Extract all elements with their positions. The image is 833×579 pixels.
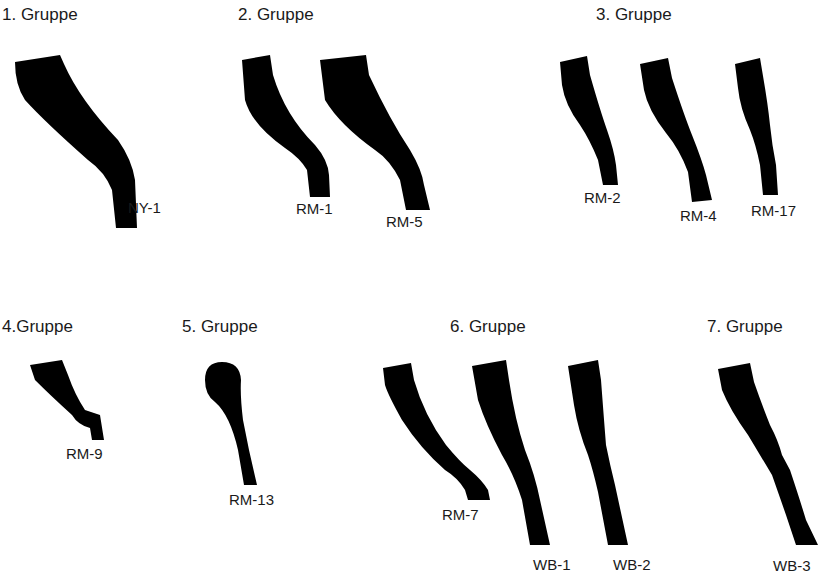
profile-rm-4 — [640, 58, 712, 202]
sample-id: RM-2 — [584, 190, 621, 207]
profile-rm-13 — [205, 362, 257, 485]
group-heading: 3. Gruppe — [596, 6, 672, 25]
sample-id: WB-1 — [533, 557, 571, 574]
sample-id: RM-17 — [751, 203, 796, 220]
sample-id: RM-13 — [229, 492, 274, 509]
sample-id: RM-7 — [442, 507, 479, 524]
sample-id: NY-1 — [128, 200, 161, 217]
profile-rm-2 — [560, 56, 618, 185]
group-heading: 5. Gruppe — [182, 318, 258, 337]
profile-wb-2 — [568, 360, 628, 545]
sample-id: RM-4 — [680, 208, 717, 225]
profile-wb-3 — [718, 363, 818, 545]
profile-rm-5 — [320, 55, 430, 210]
group-heading: 7. Gruppe — [707, 318, 783, 337]
profile-wb-1 — [472, 360, 550, 545]
group-heading: 4.Gruppe — [2, 318, 73, 337]
profile-rm-9 — [30, 360, 104, 440]
sample-id: RM-5 — [386, 214, 423, 231]
sample-id: WB-2 — [613, 557, 651, 574]
profile-rm-17 — [735, 58, 778, 195]
profile-ny-1 — [15, 55, 137, 228]
group-heading: 1. Gruppe — [2, 6, 78, 25]
profile-rm-1 — [242, 55, 330, 197]
sample-id: RM-9 — [66, 446, 103, 463]
group-heading: 6. Gruppe — [450, 318, 526, 337]
sample-id: WB-3 — [773, 558, 811, 575]
sample-id: RM-1 — [296, 201, 333, 218]
profile-rm-7 — [383, 363, 490, 500]
group-heading: 2. Gruppe — [238, 6, 314, 25]
